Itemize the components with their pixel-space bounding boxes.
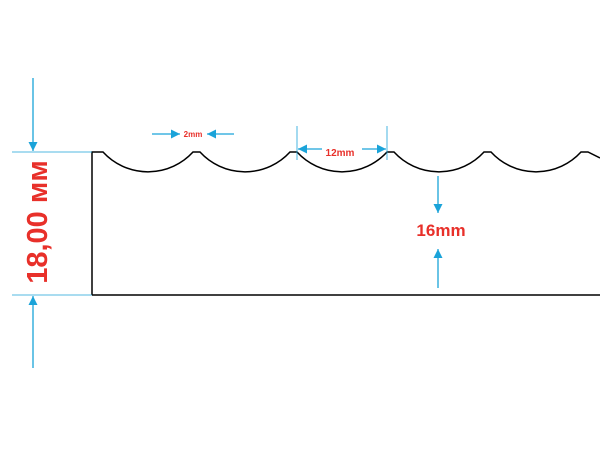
total-height-dimension: 18,00 мм	[12, 78, 92, 368]
gap-dimension: 2mm	[152, 129, 234, 139]
total-height-label: 18,00 мм	[22, 160, 54, 284]
strip-outline	[91, 151, 600, 296]
body-height-dimension: 16mm	[416, 176, 466, 288]
scallop-width-label: 12mm	[326, 148, 355, 159]
body-height-label: 16mm	[416, 221, 465, 240]
scallop-width-dimension: 12mm	[296, 126, 388, 160]
gap-label: 2mm	[184, 130, 203, 139]
